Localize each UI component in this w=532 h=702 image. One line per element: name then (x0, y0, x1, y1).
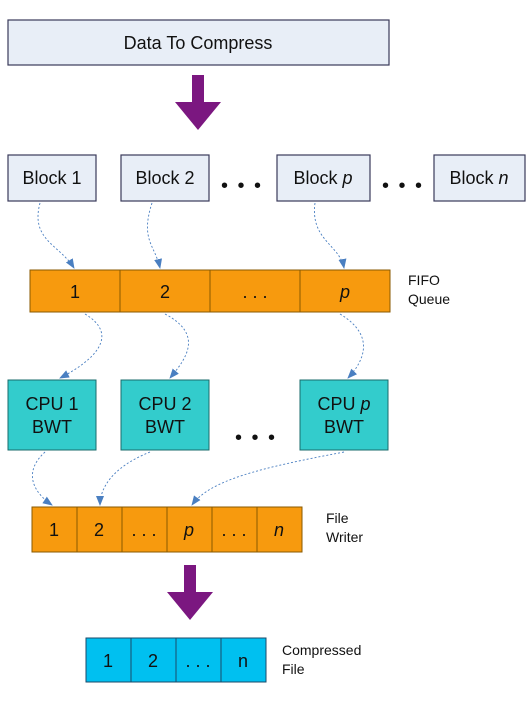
cpu-ellipsis: • • • (235, 427, 277, 449)
arrow-block1-fifo (37, 202, 75, 269)
block-1: Block 1 (7, 154, 97, 202)
cpu-p-id: p (360, 394, 371, 414)
fifo-label-line2: Queue (408, 291, 450, 307)
cpu-2: CPU 2 BWT (120, 379, 210, 451)
svg-text:CPU p: CPU p (317, 394, 370, 414)
svg-text:Block n: Block n (449, 168, 508, 188)
block-1-prefix: Block (22, 168, 67, 188)
compressed-cell-3: . . . (185, 651, 210, 671)
block-p: Block p (276, 154, 371, 202)
compressed-cell-2: 2 (148, 651, 158, 671)
cpu-1-id: 1 (69, 394, 79, 414)
fifo-cell-4: p (339, 282, 350, 302)
big-down-arrow-2-icon (167, 565, 213, 620)
block-n-prefix: Block (449, 168, 494, 188)
file-writer: 1 2 . . . p . . . n (31, 506, 303, 553)
compressed-cell-4: n (238, 651, 248, 671)
arrow-fifo-cpu2 (164, 313, 189, 379)
cpu-p: CPU p BWT (299, 379, 389, 451)
cpu-1-line2: BWT (32, 417, 72, 437)
writer-cell-6: n (274, 520, 284, 540)
arrow-fifo-cpup (339, 313, 364, 379)
block-2-prefix: Block (135, 168, 180, 188)
data-to-compress-label: Data To Compress (124, 33, 273, 53)
big-down-arrow-icon (175, 75, 221, 130)
compressed-file: 1 2 . . . n (85, 637, 267, 683)
svg-text:CPU 2: CPU 2 (138, 394, 191, 414)
writer-cell-5: . . . (221, 520, 246, 540)
writer-cell-2: 2 (94, 520, 104, 540)
cpu-2-line2: BWT (145, 417, 185, 437)
svg-text:Block 2: Block 2 (135, 168, 194, 188)
svg-text:Block 1: Block 1 (22, 168, 81, 188)
fifo-queue: 1 2 . . . p (29, 269, 391, 313)
arrow-fifo-cpu1 (59, 313, 103, 379)
compressed-label-line2: File (282, 661, 305, 677)
arrow-blockp-fifo (314, 202, 347, 269)
fifo-cell-1: 1 (70, 282, 80, 302)
arrow-cpup-writer (191, 451, 345, 506)
compressed-cell-1: 1 (103, 651, 113, 671)
compressed-label-line1: Compressed (282, 642, 361, 658)
block-to-fifo-arrows (37, 202, 347, 269)
writer-cell-1: 1 (49, 520, 59, 540)
fifo-cell-2: 2 (160, 282, 170, 302)
writer-label-line2: Writer (326, 529, 363, 545)
cpu-p-line2: BWT (324, 417, 364, 437)
cpu-2-prefix: CPU (138, 394, 176, 414)
block-1-id: 1 (72, 168, 82, 188)
cpu-2-id: 2 (182, 394, 192, 414)
cpu-1: CPU 1 BWT (7, 379, 97, 451)
writer-label-line1: File (326, 510, 349, 526)
block-n: Block n (433, 154, 526, 202)
block-n-id: n (499, 168, 509, 188)
writer-cell-4: p (183, 520, 194, 540)
svg-text:Block p: Block p (293, 168, 352, 188)
arrow-block2-fifo (147, 202, 162, 269)
svg-text:CPU 1: CPU 1 (25, 394, 78, 414)
block-2: Block 2 (120, 154, 210, 202)
block-p-prefix: Block (293, 168, 338, 188)
cpu-to-writer-arrows (31, 451, 345, 506)
arrow-cpu1-writer (31, 451, 53, 506)
writer-cell-3: . . . (131, 520, 156, 540)
cpu-1-prefix: CPU (25, 394, 63, 414)
fifo-cell-3: . . . (242, 282, 267, 302)
blocks-ellipsis-1: • • • (221, 175, 263, 197)
block-2-id: 2 (185, 168, 195, 188)
block-p-id: p (342, 168, 353, 188)
cpu-p-prefix: CPU (317, 394, 355, 414)
arrow-cpu2-writer (96, 451, 151, 506)
data-to-compress-box: Data To Compress (7, 19, 390, 66)
fifo-to-cpu-arrows (59, 313, 364, 379)
fifo-label-line1: FIFO (408, 272, 440, 288)
blocks-ellipsis-2: • • • (382, 175, 424, 197)
